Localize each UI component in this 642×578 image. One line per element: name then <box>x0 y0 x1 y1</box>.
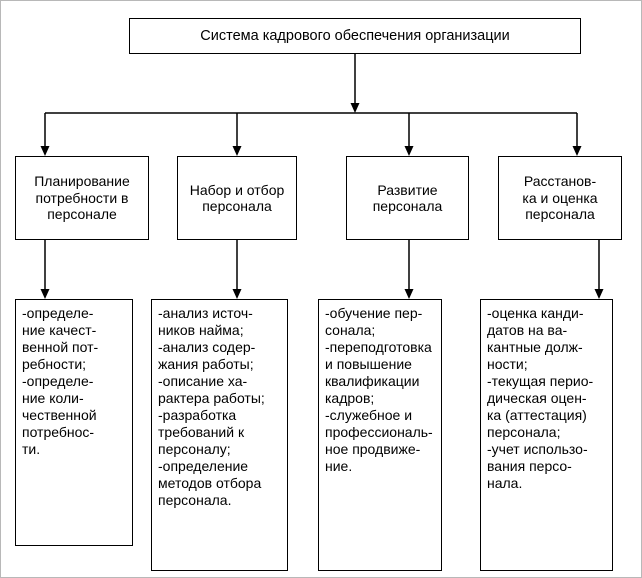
detail-box-recruitment: -анализ источ- ников найма; -анализ соде… <box>151 299 288 571</box>
branch-box-planning: Планирование потребности в персонале <box>15 156 149 240</box>
detail-arrow-icon-4 <box>594 289 604 299</box>
drop-arrow-icon-4 <box>572 146 582 156</box>
branch-box-placement: Расстанов- ка и оценка персонала <box>498 156 622 240</box>
detail-box-development: -обучение пер- сонала; -переподготовка и… <box>318 299 442 571</box>
detail-box-planning: -определе- ние качест- венной пот- ребно… <box>15 299 133 546</box>
root-arrow-icon <box>350 103 360 113</box>
branch-title: Набор и отбор персонала <box>189 181 285 215</box>
detail-arrow-icon-2 <box>232 289 242 299</box>
drop-arrow-icon-3 <box>404 146 414 156</box>
branch-title: Расстанов- ка и оценка персонала <box>522 173 598 223</box>
detail-text: -определе- ние качест- венной пот- ребно… <box>22 305 99 457</box>
branch-box-recruitment: Набор и отбор персонала <box>177 156 297 240</box>
branch-title: Планирование потребности в персонале <box>34 173 130 223</box>
root-label: Система кадрового обеспечения организаци… <box>200 28 510 44</box>
detail-box-placement: -оценка канди- датов на ва- кантные долж… <box>480 299 613 571</box>
detail-arrow-icon-1 <box>40 289 50 299</box>
drop-arrow-icon-2 <box>232 146 242 156</box>
drop-arrow-icon-1 <box>40 146 50 156</box>
detail-text: -оценка канди- датов на ва- кантные долж… <box>487 305 594 491</box>
detail-text: -анализ источ- ников найма; -анализ соде… <box>158 305 265 508</box>
branch-title: Развитие персонала <box>372 181 443 215</box>
root-box: Система кадрового обеспечения организаци… <box>129 18 581 54</box>
detail-arrow-icon-3 <box>404 289 414 299</box>
detail-text: -обучение пер- сонала; -переподготовка и… <box>325 305 433 474</box>
branch-box-development: Развитие персонала <box>346 156 469 240</box>
